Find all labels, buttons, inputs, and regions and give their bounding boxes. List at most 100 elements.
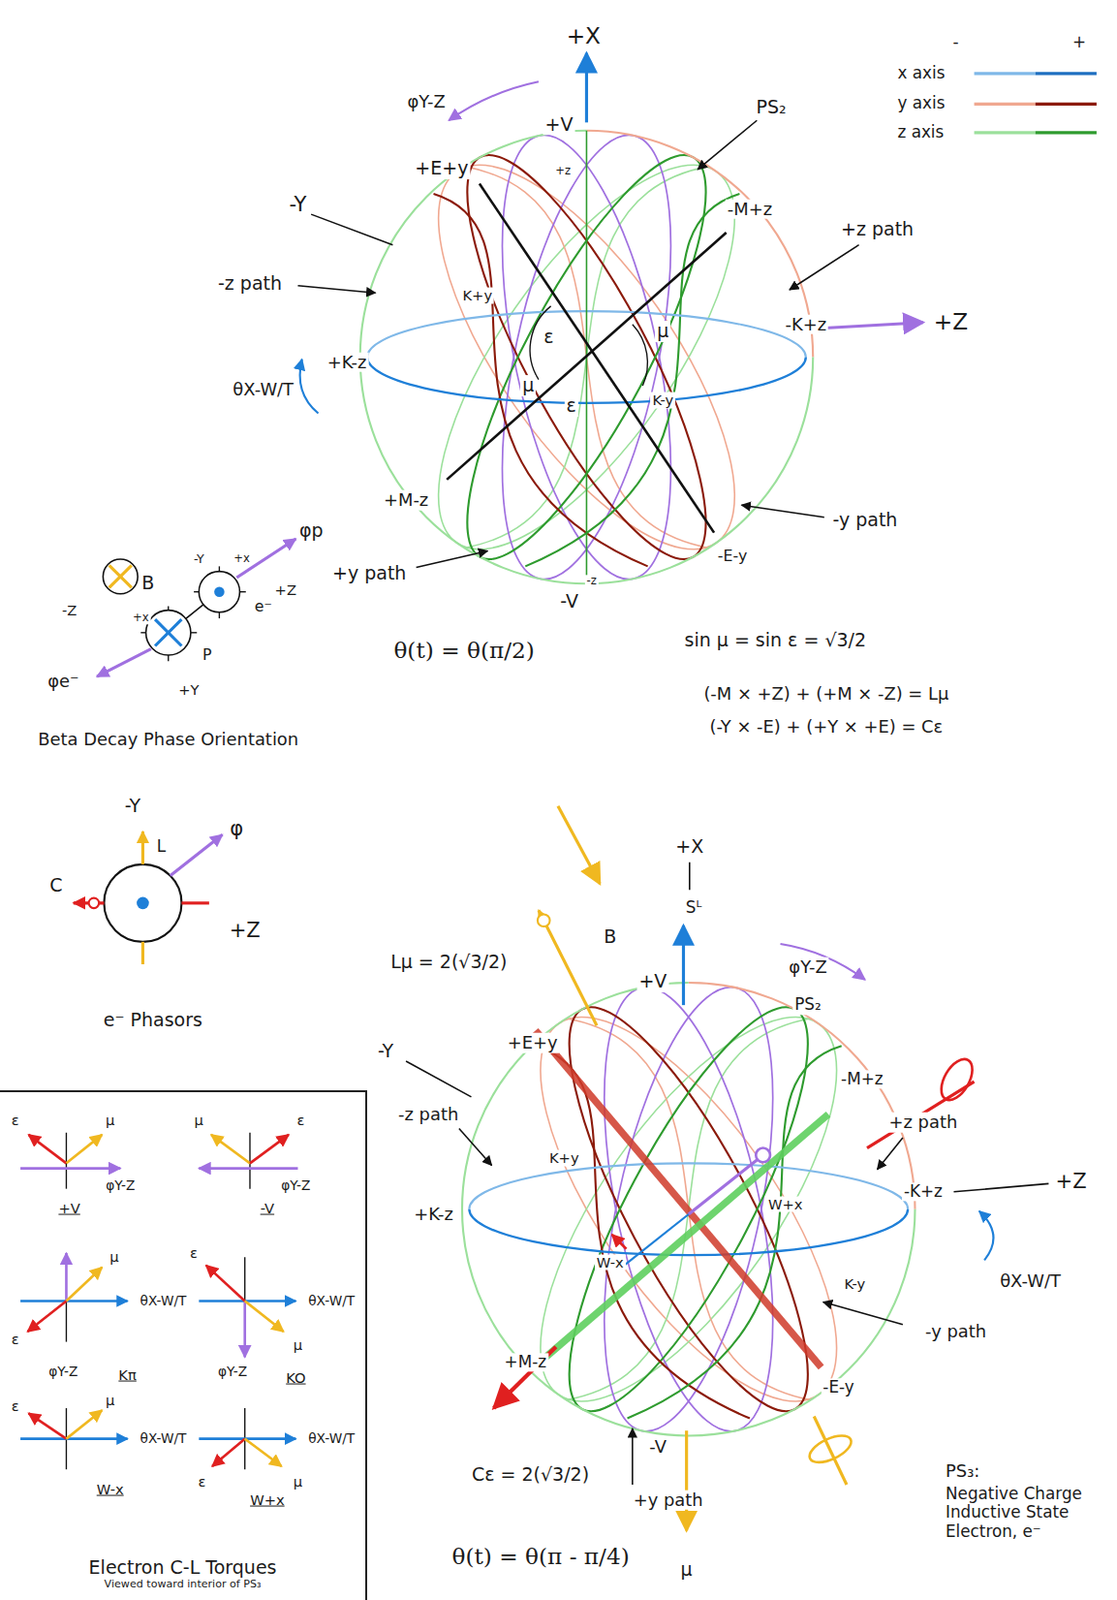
diagram-label: θX-W/T	[997, 1270, 1063, 1291]
diagram-label: +y path	[330, 562, 408, 585]
diagram-label: μ	[291, 1472, 305, 1490]
diagram-label: +x	[130, 611, 152, 624]
diagram-label: -K+z	[783, 314, 830, 336]
diagram-label: μ	[291, 1335, 305, 1353]
diagram-label: -K+z	[901, 1181, 945, 1201]
diagram-label: C	[47, 874, 64, 897]
diagram-label: φY-Z	[216, 1364, 249, 1380]
diagram-label: +x	[231, 552, 252, 565]
diagram-label: +Z	[227, 918, 263, 942]
diagram-label: (-M × +Z) + (+M × -Z) = Lμ	[701, 683, 951, 705]
diagram-label: -M+z	[838, 1069, 885, 1088]
diagram-label: Negative Charge Inductive State Electron…	[943, 1484, 1101, 1541]
diagram-label: -z path	[396, 1104, 461, 1125]
diagram-label: θX-W/T	[138, 1293, 189, 1309]
diagram-label: W+x	[766, 1195, 806, 1212]
diagram-label: μ	[103, 1391, 117, 1408]
diagram-label: -V	[647, 1436, 669, 1458]
diagram-label: ε	[9, 1397, 22, 1415]
diagram-label: φY-Z	[404, 92, 447, 113]
diagram-label: ε	[295, 1112, 308, 1129]
diagram-label: -M+z	[725, 199, 775, 220]
diagram-label: θX-W/T	[138, 1430, 189, 1447]
diagram-label: +M-z	[502, 1352, 549, 1371]
diagram-label: -Y	[375, 1040, 396, 1062]
diagram-label: -y path	[923, 1321, 989, 1342]
diagram-label: KO	[283, 1368, 308, 1386]
diagram-label: -Y	[123, 795, 143, 817]
diagram-label: μ	[520, 374, 536, 397]
diagram-label: -E-y	[715, 547, 749, 565]
diagram-label: -Z	[60, 601, 79, 619]
diagram-label: e⁻ Phasors	[101, 1009, 205, 1031]
diagram-label: L	[155, 837, 168, 856]
diagram-label: -z path	[216, 273, 284, 295]
diagram-label: P	[200, 646, 215, 664]
diagram-label: +E+y	[412, 157, 470, 180]
diagram-label: PS₃:	[943, 1460, 1101, 1482]
diagram-label: -V	[258, 1199, 278, 1216]
diagram-label: +V	[56, 1199, 82, 1216]
diagram-label: -E-y	[820, 1377, 856, 1397]
diagram-label: ε	[187, 1244, 200, 1262]
diagram-label: θX-W/T	[306, 1430, 357, 1447]
diagram-label: +V	[543, 114, 576, 136]
diagram-label: φY-Z	[279, 1178, 312, 1194]
diagram-label: +	[1070, 33, 1088, 53]
diagram-label: +Y	[176, 681, 201, 698]
diagram-label: +z path	[887, 1112, 961, 1133]
diagram-label: φe⁻	[45, 671, 81, 692]
diagram-label: W+x	[248, 1490, 287, 1508]
diagram-label: ε	[564, 395, 579, 417]
diagram-label: B	[601, 926, 619, 948]
panel-title: Electron C-L Torques	[89, 1555, 278, 1578]
diagram-label: W-x	[594, 1253, 626, 1271]
diagram-label: +K-z	[325, 352, 370, 373]
diagram-label: μ	[192, 1112, 206, 1129]
diagram-label: Lμ = 2(√3/2)	[388, 951, 509, 973]
diagram-label: +E+y	[505, 1032, 560, 1054]
diagram-label: θ(t) = θ(π - π/4)	[449, 1542, 631, 1569]
diagram-label: Sᴸ	[683, 898, 705, 917]
diagram-label: +Z	[931, 308, 970, 335]
diagram-label: +X	[564, 23, 603, 50]
diagram-label: φ	[227, 816, 246, 840]
diagram-label: θ(t) = θ(π/2)	[391, 636, 536, 663]
diagram-label: μ	[679, 1558, 695, 1581]
diagram-label: Beta Decay Phase Orientation	[35, 729, 301, 750]
diagram-label: μ	[107, 1248, 121, 1266]
diagram-label: B	[139, 572, 156, 594]
legend-text: y axis	[896, 94, 948, 114]
diagram-label: Cε = 2(√3/2)	[469, 1463, 591, 1486]
diagram-label: W-x	[94, 1481, 126, 1498]
diagram-label: K-y	[841, 1274, 868, 1292]
diagram-label: +z	[553, 164, 573, 178]
diagram-label: K+y	[547, 1149, 582, 1167]
diagram-label: PS₂	[792, 995, 824, 1015]
panel-subtitle: Viewed toward interior of PS₃	[104, 1577, 262, 1590]
diagram-label: ε	[196, 1472, 209, 1490]
diagram-label: +z path	[838, 218, 916, 241]
diagram-label: φp	[297, 520, 326, 542]
diagram-label: -Y	[191, 552, 207, 566]
diagram-label: -V	[558, 590, 581, 613]
diagram-label: +X	[673, 836, 706, 858]
diagram-label: +Z	[1054, 1169, 1089, 1193]
diagram-label: φY-Z	[103, 1178, 137, 1194]
diagram-label: K-y	[650, 391, 676, 408]
diagram-label: ε	[9, 1112, 22, 1129]
diagram-label: K+y	[460, 287, 495, 305]
diagram-label: -Y	[287, 191, 310, 216]
legend-text: z axis	[896, 123, 947, 142]
diagram-label: μ	[654, 320, 671, 342]
diagram-label: +K-z	[411, 1204, 456, 1225]
diagram-label: +M-z	[381, 490, 431, 511]
legend-text: x axis	[896, 63, 948, 83]
diagram-label: -	[951, 33, 962, 53]
diagram-label: +Z	[273, 581, 299, 598]
diagram-label: PS₂	[753, 96, 788, 119]
torque-panel: Electron C-L TorquesViewed toward interi…	[0, 1089, 368, 1600]
diagram-label: φY-Z	[786, 957, 829, 978]
